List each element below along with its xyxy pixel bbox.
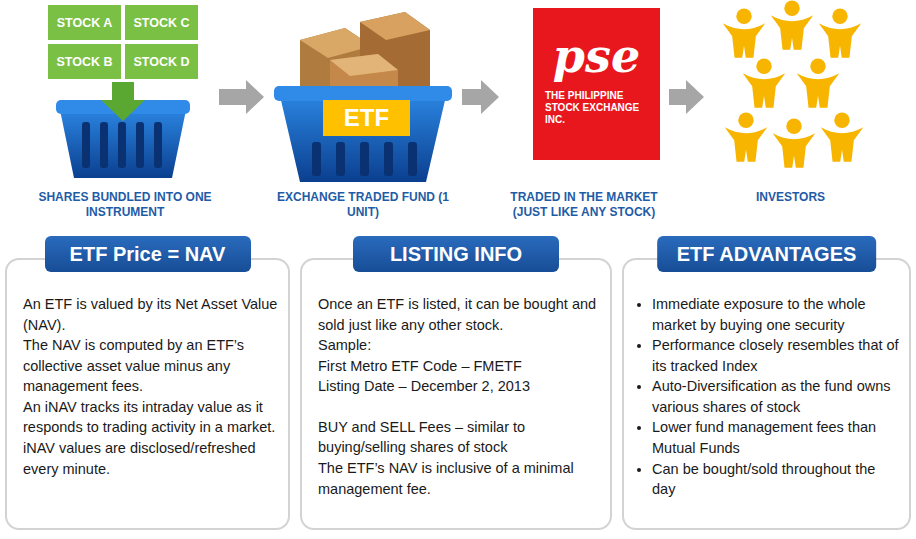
body-text: First Metro ETF Code – FMETF bbox=[318, 356, 602, 377]
basket-slot bbox=[312, 142, 321, 176]
panel-body: An ETF is valued by its Net Asset Value … bbox=[23, 294, 280, 479]
basket-slot bbox=[136, 122, 144, 168]
person-figure bbox=[773, 119, 816, 168]
panel-heading: ETF Price = NAV bbox=[45, 236, 251, 272]
body-text: Listing Date – December 2, 2013 bbox=[318, 376, 602, 397]
stock-name: STOCK D bbox=[133, 55, 189, 69]
basket-slot bbox=[82, 122, 90, 168]
pse-logo: pseTHE PHILIPPINE STOCK EXCHANGE INC. bbox=[533, 8, 660, 160]
person-figure bbox=[771, 1, 814, 50]
info-panel: ETF Price = NAVAn ETF is valued by its N… bbox=[5, 258, 290, 530]
logo-name: THE PHILIPPINE STOCK EXCHANGE INC. bbox=[545, 90, 645, 126]
investors-icon bbox=[723, 1, 864, 168]
process-stage: TRADED IN THE MARKET (JUST LIKE ANY STOC… bbox=[503, 0, 665, 228]
body-text: The ETF’s NAV is inclusive of a minimal … bbox=[318, 458, 602, 499]
stock-box: STOCK B bbox=[48, 44, 121, 79]
stage-caption: INVESTORS bbox=[708, 190, 873, 205]
stock-box: STOCK A bbox=[48, 5, 121, 40]
bullet-list: Immediate exposure to the whole market b… bbox=[638, 294, 901, 500]
basket-slot bbox=[408, 142, 417, 176]
down-arrow bbox=[101, 82, 145, 121]
person-figure bbox=[797, 59, 840, 108]
basket-icon bbox=[56, 82, 190, 178]
basket-slot bbox=[360, 142, 369, 176]
carton bbox=[330, 54, 398, 76]
person-figure bbox=[819, 9, 862, 58]
stock-box: STOCK C bbox=[125, 5, 198, 40]
basket-slot bbox=[336, 142, 345, 176]
bullet-item: Can be bought/sold throughout the day bbox=[652, 459, 901, 500]
person-figure bbox=[723, 9, 766, 58]
basket-rim bbox=[274, 86, 452, 101]
basket-slot bbox=[100, 122, 108, 168]
info-panel: LISTING INFOOnce an ETF is listed, it ca… bbox=[300, 258, 612, 530]
stock-name: STOCK A bbox=[57, 16, 113, 30]
bullet-item: Lower fund management fees than Mutual F… bbox=[652, 417, 901, 458]
basket-slot bbox=[384, 142, 393, 176]
person-figure bbox=[821, 113, 864, 162]
stock-box: STOCK D bbox=[125, 44, 198, 79]
stock-name: STOCK C bbox=[133, 16, 189, 30]
etf-basket-icon bbox=[274, 12, 452, 182]
bullet-item: Performance closely resembles that of it… bbox=[652, 335, 901, 376]
body-text: The NAV is computed by an ETF’s collecti… bbox=[23, 335, 280, 397]
basket-body bbox=[280, 96, 446, 182]
basket-slot bbox=[118, 122, 126, 168]
process-stage: INVESTORS bbox=[708, 0, 873, 228]
stock-name: STOCK B bbox=[56, 55, 112, 69]
body-text: An iNAV tracks its intraday value as it … bbox=[23, 397, 280, 479]
etf-label: ETF bbox=[323, 100, 410, 136]
panel-heading: LISTING INFO bbox=[353, 236, 559, 272]
flow-arrow bbox=[462, 80, 499, 114]
flow-arrow bbox=[669, 80, 704, 114]
body-text: Once an ETF is listed, it can be bought … bbox=[318, 294, 602, 335]
body-text: BUY and SELL Fees – similar to buying/se… bbox=[318, 417, 602, 458]
info-panel: ETF ADVANTAGESImmediate exposure to the … bbox=[622, 258, 911, 530]
panel-heading: ETF ADVANTAGES bbox=[657, 236, 877, 272]
basket-slot bbox=[154, 122, 162, 168]
process-stage: SHARES BUNDLED INTO ONE INSTRUMENT STOCK … bbox=[35, 0, 215, 228]
person-figure bbox=[743, 59, 786, 108]
body-text: An ETF is valued by its Net Asset Value … bbox=[23, 294, 280, 335]
body-text: Sample: bbox=[318, 335, 602, 356]
process-stage: EXCHANGE TRADED FUND (1 UNIT) ETF bbox=[268, 0, 458, 228]
bullet-item: Auto-Diversification as the fund owns va… bbox=[652, 376, 901, 417]
panel-body: Once an ETF is listed, it can be bought … bbox=[318, 294, 602, 499]
flow-arrow bbox=[219, 80, 264, 114]
bullet-item: Immediate exposure to the whole market b… bbox=[652, 294, 901, 335]
carton bbox=[360, 12, 430, 40]
stage-caption: TRADED IN THE MARKET (JUST LIKE ANY STOC… bbox=[503, 190, 665, 220]
logo-mark: pse bbox=[533, 30, 660, 82]
person-figure bbox=[725, 113, 768, 162]
etf-text: ETF bbox=[344, 104, 389, 132]
stage-caption: EXCHANGE TRADED FUND (1 UNIT) bbox=[268, 190, 458, 220]
stage-caption: SHARES BUNDLED INTO ONE INSTRUMENT bbox=[35, 190, 215, 220]
